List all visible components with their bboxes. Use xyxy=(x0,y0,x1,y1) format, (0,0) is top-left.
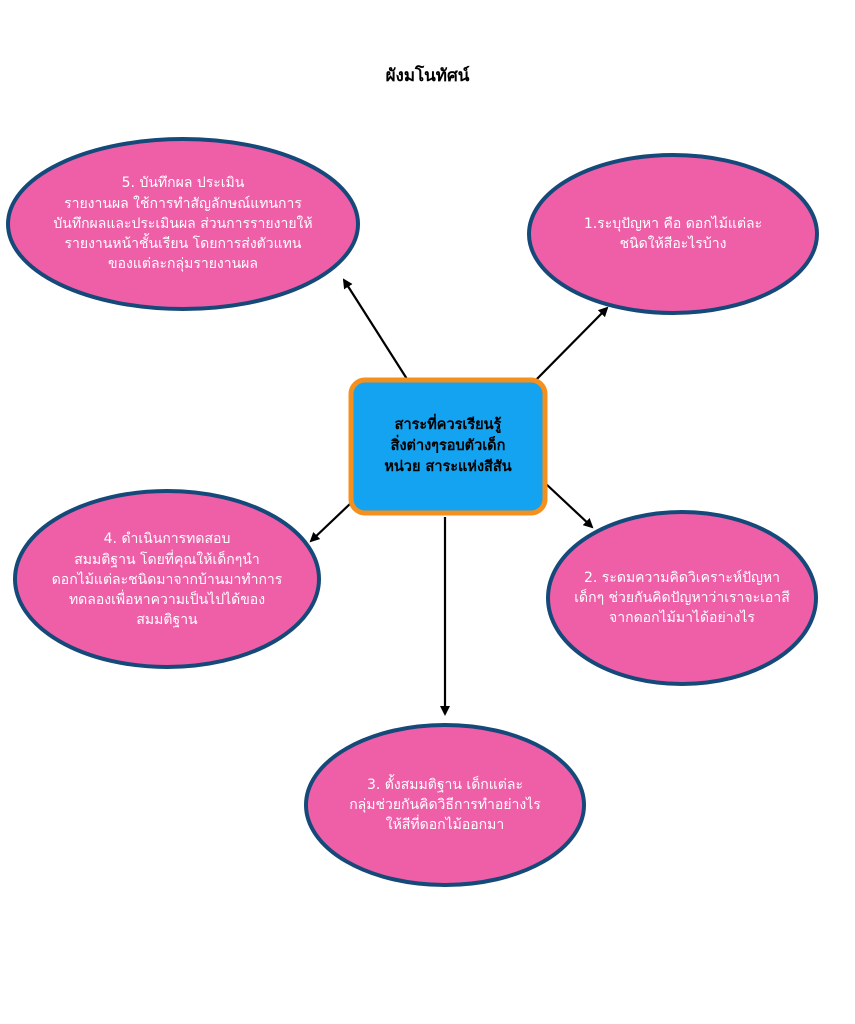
step-4-line: ดอกไม้แต่ละชนิดมาจากบ้านมาทำการ xyxy=(51,571,283,588)
step-5-ellipse xyxy=(6,137,360,311)
step-2-line: จากดอกไม้มาได้อย่างไร xyxy=(609,610,755,627)
step-5-line: ของแต่ละกลุ่มรายงานผล xyxy=(108,256,258,273)
step-2-line: 2. ระดมความคิดวิเคราะห์ปัญหา xyxy=(584,569,780,586)
arrow-to-step-2 xyxy=(544,482,594,529)
center-line: สาระที่ควรเรียนรู้ xyxy=(394,416,502,433)
step-2-ellipse xyxy=(546,510,818,686)
step-1-line: ชนิดให้สีอะไรบ้าง xyxy=(619,236,727,252)
center-line: หน่วย สาระแห่งสีสัน xyxy=(384,459,512,475)
step-4-line: ทดลองเพื่อหาความเป็นไปได้ของ xyxy=(68,592,266,609)
arrow-to-step-1 xyxy=(530,306,609,386)
step-3-ellipse xyxy=(304,723,586,887)
step-1-ellipse xyxy=(527,153,819,315)
step-3-text: 3. ตั้งสมมติฐาน เด็กแต่ละ กลุ่มช่วยกันคิ… xyxy=(330,755,560,855)
step-5-line: บันทึกผลและประเมินผล ส่วนการรายงายให้ xyxy=(53,215,313,232)
step-3-line: 3. ตั้งสมมติฐาน เด็กแต่ละ xyxy=(366,776,523,793)
step-5-text: 5. บันทึกผล ประเมิน รายงานผล ใช้การทำสัญ… xyxy=(28,156,338,292)
step-4-line: สมมติฐาน xyxy=(136,612,198,629)
step-3-line: ให้สีที่ดอกไม้ออกมา xyxy=(385,817,505,834)
step-1-line: 1.ระบุปัญหา คือ ดอกไม้แต่ละ xyxy=(583,215,763,232)
step-4-line: 4. ดำเนินการทดสอบ xyxy=(103,531,231,548)
step-4-text: 4. ดำเนินการทดสอบ สมมติฐาน โดยที่คุณให้เ… xyxy=(35,510,299,650)
center-label: สาระที่ควรเรียนรู้ สิ่งต่างๆรอบตัวเด็ก ห… xyxy=(351,380,545,513)
step-4-line: สมมติฐาน โดยที่คุณให้เด็กๆนำ xyxy=(74,551,260,568)
step-5-line: รายงานหน้าชั้นเรียน โดยการส่งตัวแทน xyxy=(64,236,302,253)
step-5-line: รายงานผล ใช้การทำสัญลักษณ์แทนการ xyxy=(64,195,302,212)
step-2-text: 2. ระดมความคิดวิเคราะห์ปัญหา เด็กๆ ช่วยก… xyxy=(570,548,794,648)
arrow-to-step-4 xyxy=(309,501,353,543)
center-line: สิ่งต่างๆรอบตัวเด็ก xyxy=(390,437,506,454)
step-4-ellipse xyxy=(13,489,321,669)
step-2-line: เด็กๆ ช่วยกันคิดปัญหาว่าเราจะเอาสี xyxy=(574,589,790,606)
center-box xyxy=(348,377,548,516)
step-1-text: 1.ระบุปัญหา คือ ดอกไม้แต่ละ ชนิดให้สีอะไ… xyxy=(560,180,786,288)
step-3-line: กลุ่มช่วยกันคิดวิธีการทำอย่างไร xyxy=(349,796,541,813)
page-title: ผังมโนทัศน์ xyxy=(385,66,470,86)
step-5-line: 5. บันทึกผล ประเมิน xyxy=(121,175,245,192)
arrow-to-step-5 xyxy=(342,278,408,380)
